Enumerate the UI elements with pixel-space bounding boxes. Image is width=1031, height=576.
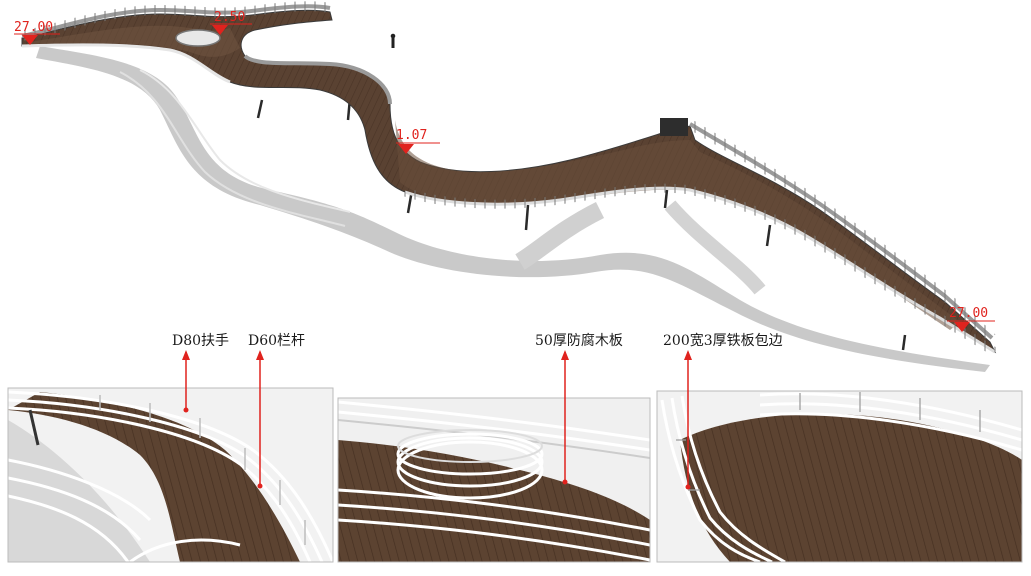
elevation-marker-2: 2.50 — [210, 10, 252, 35]
entry-pavilion — [660, 118, 688, 136]
callout-railing: D60栏杆 — [248, 333, 305, 489]
elevation-marker-3: 1.07 — [396, 128, 440, 154]
detail-panel-decking — [338, 398, 650, 562]
viewing-ring — [175, 29, 221, 47]
svg-text:27.00: 27.00 — [949, 306, 988, 321]
svg-text:1.07: 1.07 — [396, 128, 427, 143]
callout-decking: 50厚防腐木板 — [535, 332, 623, 485]
circular-railing — [396, 440, 544, 500]
callout-edging: 200宽3厚铁板包边 — [663, 332, 783, 490]
person-figure — [390, 33, 396, 48]
ground-shadow — [36, 46, 990, 372]
callout-handrail: D80扶手 — [172, 333, 229, 413]
aerial-view: 27.00 2.50 1.07 27.00 — [14, 1, 998, 372]
svg-text:27.00: 27.00 — [14, 20, 53, 35]
svg-text:2.50: 2.50 — [214, 10, 245, 25]
svg-text:200宽3厚铁板包边: 200宽3厚铁板包边 — [663, 332, 783, 349]
svg-text:D80扶手: D80扶手 — [172, 333, 229, 349]
svg-text:50厚防腐木板: 50厚防腐木板 — [535, 332, 623, 349]
elevation-marker-1: 27.00 — [14, 20, 60, 45]
elevation-marker-4: 27.00 — [947, 306, 995, 332]
detail-panel-handrail — [8, 388, 333, 562]
detail-panel-edging — [657, 391, 1022, 562]
svg-text:D60栏杆: D60栏杆 — [248, 333, 305, 349]
